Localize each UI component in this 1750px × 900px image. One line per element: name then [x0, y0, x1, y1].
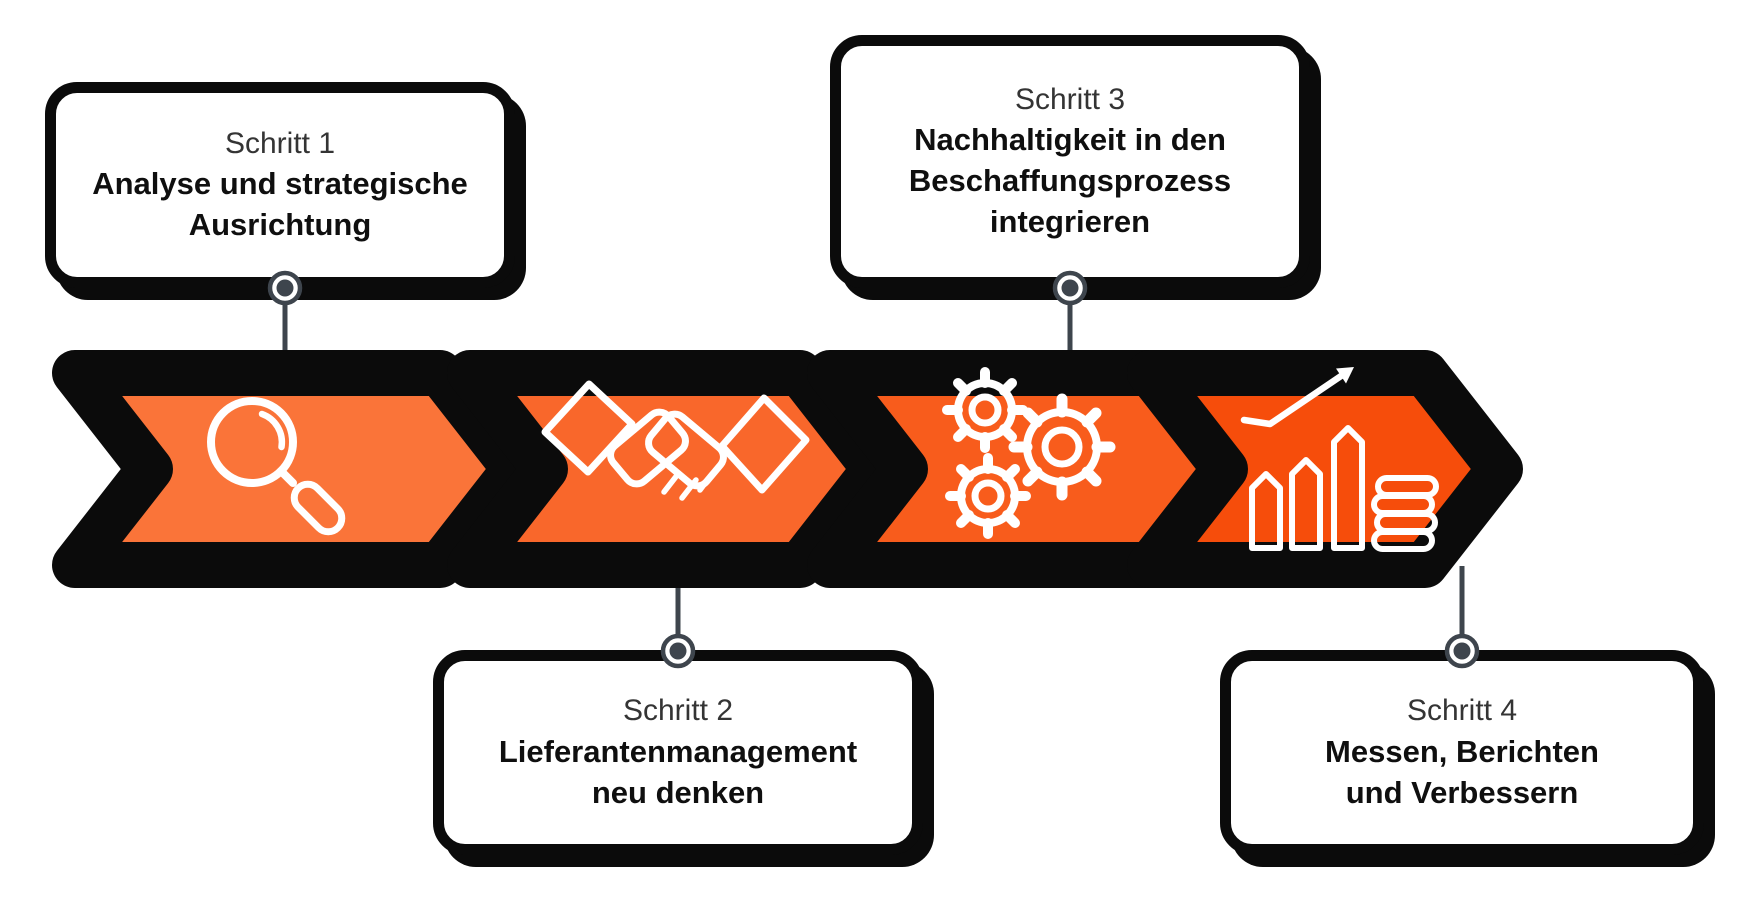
chart-bar-1: [1249, 471, 1283, 551]
gear-3-body: [957, 465, 1019, 527]
gear-1-hole: [968, 393, 1002, 427]
step-3-label: Schritt 3: [1014, 82, 1126, 116]
step-1-chevron: [52, 350, 538, 588]
gear-3-hole: [971, 479, 1005, 513]
handshake-left-hand: [607, 408, 689, 488]
step-3-chevron: [807, 350, 1258, 588]
gear-1-teeth: [942, 367, 1028, 453]
gear-2-hole: [1041, 426, 1083, 468]
coin-2: [1371, 493, 1435, 516]
coin-1: [1375, 475, 1439, 498]
magnifier-handle: [290, 480, 346, 536]
connector-lines: [282, 293, 1465, 646]
gear-2-teeth: [1008, 393, 1116, 501]
step-2-title-line-1: Lieferantenmanagement: [498, 733, 858, 769]
step-3-callout: Schritt 3 Nachhaltigkeit in den Beschaff…: [830, 35, 1310, 288]
connector-dots: [267, 270, 1480, 669]
step-1-title-line-2: Ausrichtung: [188, 207, 372, 243]
trend-arrowhead: [1336, 367, 1354, 384]
magnifier-icon: [207, 397, 346, 536]
step-4-title-line-1: Messen, Berichten: [1325, 733, 1599, 769]
gears-icon: [942, 367, 1116, 539]
gear-3-teeth: [945, 453, 1031, 539]
step-3-title-line-1: Nachhaltigkeit in den: [914, 122, 1226, 158]
step-4-chevron: [1127, 350, 1523, 588]
gear-1-body: [954, 379, 1016, 441]
growth-chart-icon: [1240, 367, 1439, 552]
chart-bar-3: [1331, 425, 1365, 551]
chart-bar-2: [1289, 457, 1323, 551]
handshake-right-hand: [645, 410, 727, 490]
magnifier-neck: [277, 467, 297, 487]
step-2-chevron: [447, 350, 898, 588]
step-1-callout: Schritt 1 Analyse und strategische Ausri…: [45, 82, 515, 288]
chevron-arrows: [52, 350, 1523, 588]
magnifier-lens: [207, 397, 297, 487]
handshake-right-sleeve: [718, 394, 810, 494]
step-2-title-line-2: neu denken: [591, 774, 765, 810]
handshake-left-sleeve: [541, 380, 636, 476]
step-4-label: Schritt 4: [1406, 694, 1518, 728]
coin-3: [1374, 511, 1438, 534]
step-2-label: Schritt 2: [622, 694, 734, 728]
gear-2-body: [1023, 408, 1101, 486]
step-3-title-line-3: integrieren: [989, 204, 1151, 240]
trend-line: [1240, 370, 1348, 428]
handshake-icon: [541, 380, 810, 501]
step-3-title-line-2: Beschaffungsprozess: [908, 163, 1232, 199]
step-1-title-line-1: Analyse und strategische: [92, 166, 468, 202]
step-2-callout: Schritt 2 Lieferantenmanagement neu denk…: [433, 650, 923, 855]
coin-4: [1371, 529, 1435, 552]
handshake-fingers: [661, 471, 715, 501]
magnifier-highlight: [258, 410, 286, 451]
step-1-label: Schritt 1: [224, 126, 336, 160]
step-4-title-line-2: und Verbessern: [1345, 774, 1579, 810]
step-4-callout: Schritt 4 Messen, Berichten und Verbesse…: [1220, 650, 1704, 855]
